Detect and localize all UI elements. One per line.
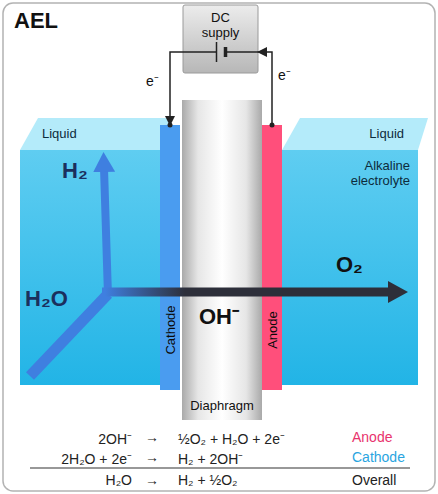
cell-shapes: [20, 5, 428, 420]
anode-electrode-shape: [262, 123, 282, 391]
species-label: H₂O: [25, 286, 68, 312]
supply-box: [183, 5, 258, 73]
tank-front-face: [282, 150, 418, 385]
equation-term: ½O₂ + H₂O + 2e⁻: [178, 429, 285, 448]
cathode-electrode: Cathode: [160, 125, 180, 390]
equation-arrow: →: [145, 472, 159, 488]
electrode-plate: [262, 125, 282, 390]
electrolyte-tank: Liquid: [20, 118, 160, 385]
anode-electrode: Anode: [262, 125, 282, 390]
equation-term: H₂ + ½O₂: [178, 472, 238, 488]
electrode-name: Anode: [352, 429, 392, 445]
tank-front-face: [20, 150, 160, 385]
diaphragm: Diaphragm: [182, 100, 262, 420]
hydrogen-arrow: [104, 168, 108, 296]
battery-wire: [183, 51, 217, 53]
node-text: Cathode: [163, 305, 178, 354]
diaphragm-shape: [182, 100, 262, 420]
dc-supply-box: DC supply: [183, 5, 258, 73]
diagram-title: AEL: [14, 8, 58, 34]
electrolyte-tank: LiquidAlkaline electrolyte: [282, 118, 418, 385]
electron-label: e⁻: [278, 65, 291, 84]
wire-connector: [170, 52, 183, 125]
equation-term: 2H₂O + 2e⁻: [61, 449, 132, 468]
node-text: Alkaline electrolyte: [328, 158, 410, 188]
cathode-electrode-shape: [160, 123, 180, 391]
species-label: OH⁻: [199, 300, 239, 330]
equation-arrow: →: [145, 429, 159, 445]
equation-arrow: →: [145, 449, 159, 465]
battery-plate: [224, 47, 228, 57]
equation-term: 2OH⁻: [98, 429, 132, 448]
battery-wire: [226, 51, 259, 53]
electrolyte-tank-shape: [20, 118, 170, 385]
battery-plate: [216, 42, 218, 62]
node-text: Liquid: [369, 126, 404, 141]
outer-frame: [3, 3, 435, 491]
tank-top-face: [20, 118, 170, 150]
hydroxide-arrow: [102, 288, 392, 297]
electrode-name: Cathode: [352, 449, 405, 465]
species-label: O₂: [336, 252, 363, 278]
electrolyte-tank-shape: [282, 118, 428, 385]
node-text: Diaphragm: [190, 398, 254, 413]
node-text: Anode: [265, 311, 280, 349]
node-text: DC supply: [195, 10, 247, 40]
species-label: H₂: [62, 158, 88, 184]
diaphragm-block: [182, 100, 262, 420]
electron-label: e⁻: [146, 71, 159, 90]
wire-connector: [258, 52, 272, 125]
equation-term: H₂ + 2OH⁻: [178, 449, 243, 468]
equation-divider: [30, 467, 410, 468]
reaction-name: Overall: [352, 472, 396, 488]
dc-supply-box-shape: [183, 5, 258, 73]
electrode-plate: [160, 125, 180, 390]
node-text: Liquid: [42, 126, 77, 141]
equation-term: H₂O: [106, 472, 132, 488]
tank-top-face: [282, 118, 428, 150]
